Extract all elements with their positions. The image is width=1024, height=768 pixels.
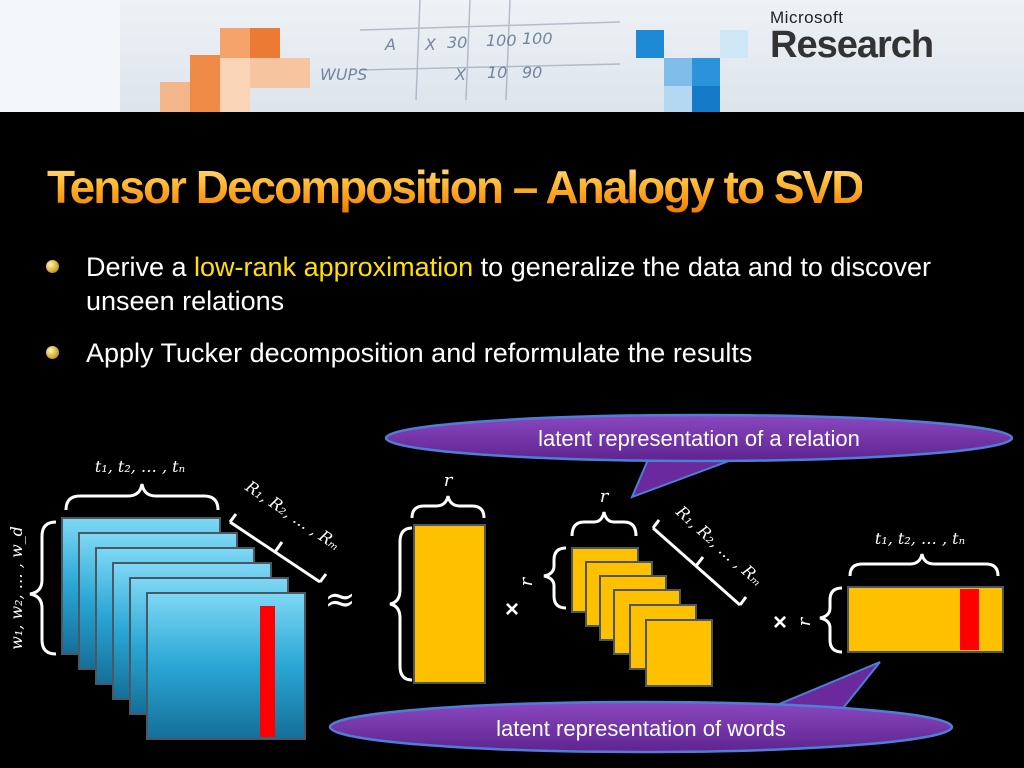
- bullet-item: Apply Tucker decomposition and reformula…: [46, 336, 1002, 370]
- label-w-seq: w₁, w₂, … , w_d: [7, 526, 26, 650]
- sketch-text: WUPS: [320, 65, 367, 84]
- callout-relation-text: latent representation of a relation: [538, 426, 860, 451]
- brace-icon: [819, 586, 843, 654]
- word-factor-matrix: [413, 524, 486, 684]
- label-r: r: [444, 470, 454, 491]
- logo-microsoft-text: Microsoft: [770, 8, 844, 27]
- callout-bubble: [384, 413, 1014, 463]
- logo-research-text: Research: [770, 24, 934, 66]
- sketch-text: X: [454, 65, 467, 84]
- banner-square: [692, 58, 720, 86]
- bullet-item: Derive a low-rank approximation to gener…: [46, 250, 1002, 318]
- sketch-text: 90: [522, 63, 542, 82]
- banner-square: [720, 30, 748, 58]
- banner-square: [636, 30, 664, 58]
- bullet-icon: [46, 260, 59, 273]
- sketch-text: 30: [447, 33, 467, 52]
- sketch-text: X: [424, 35, 437, 54]
- bullet-text: Derive a low-rank approximation to gener…: [52, 250, 1002, 318]
- callout-relation: latent representation of a relation: [384, 413, 1014, 499]
- banner-square: [190, 55, 220, 112]
- label-r: r: [516, 576, 537, 586]
- times-sign: ×: [773, 609, 787, 636]
- bullet-text-suffix: to generalize the data and to discover u…: [86, 252, 931, 316]
- banner-square: [220, 58, 250, 112]
- slide-title: Tensor Decomposition – Analogy to SVD: [47, 161, 864, 213]
- tensor-highlight-column: [260, 606, 275, 737]
- banner-square: [664, 58, 692, 86]
- header-banner: A X 30 100 100 WUPS X 10 90 Microsoft Re…: [0, 0, 1024, 112]
- factor-highlight-column: [960, 589, 979, 650]
- label-t-seq: t₁, t₂, … , tₙ: [95, 457, 185, 476]
- brace-icon: [570, 511, 638, 537]
- tensor-stack: [61, 517, 306, 740]
- brace-icon: [29, 520, 57, 656]
- times-sign: ×: [505, 596, 519, 623]
- tensor-slice: [146, 592, 306, 740]
- banner-square: [250, 28, 280, 58]
- banner-square: [664, 86, 692, 112]
- brace-icon: [389, 526, 413, 682]
- label-R-seq: R₁, R₂, … , Rₘ: [672, 501, 767, 590]
- banner-square: [250, 58, 310, 88]
- banner-square: [692, 86, 720, 112]
- sketch-text: 10: [487, 63, 507, 82]
- bullet-text: Apply Tucker decomposition and reformula…: [86, 338, 753, 368]
- label-t-seq: t₁, t₂, … , tₙ: [875, 529, 965, 548]
- brace-icon: [543, 546, 567, 610]
- callout-words: latent representation of words: [328, 661, 954, 754]
- approx-sign: ≈: [324, 577, 356, 621]
- banner-square: [0, 0, 120, 112]
- callout-bubble: [328, 700, 954, 754]
- microsoft-research-logo: Microsoft Research: [770, 8, 934, 67]
- context-factor-matrix: [847, 586, 1004, 653]
- brace-icon: [848, 553, 1000, 577]
- sketch-text: 100: [522, 29, 553, 48]
- banner-square: [220, 28, 250, 58]
- brace-icon: [410, 495, 486, 519]
- callout-words-text: latent representation of words: [496, 716, 786, 741]
- highlight-text: low-rank approximation: [194, 252, 474, 282]
- sketch-text: 100: [486, 31, 517, 50]
- label-r: r: [600, 486, 610, 507]
- bullet-text-prefix: Derive a: [86, 252, 195, 282]
- label-r: r: [794, 616, 815, 626]
- bullet-icon: [46, 346, 59, 359]
- core-slice: [645, 619, 713, 687]
- sketch-text: A: [384, 35, 396, 54]
- brace-icon: [64, 483, 220, 511]
- banner-square: [160, 82, 190, 112]
- label-R-seq: R₁, R₂, … , Rₘ: [241, 476, 344, 554]
- banner-sketch: A X 30 100 100 WUPS X 10 90: [320, 0, 621, 101]
- core-tensor: [571, 547, 713, 687]
